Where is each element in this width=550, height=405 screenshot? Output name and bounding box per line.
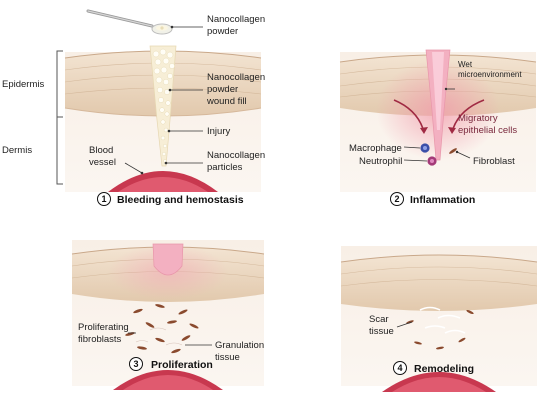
epidermis-bracket	[56, 50, 63, 118]
injury-label: Injury	[207, 126, 230, 137]
step-number: 4	[397, 363, 402, 373]
migratory-label: Migratory epithelial cells	[458, 113, 517, 136]
caption-text: Inflammation	[410, 194, 475, 206]
caption-4: 4 Remodeling	[393, 361, 474, 375]
blood-vessel-label: Blood vessel	[89, 145, 116, 168]
panel-inflammation: Wet microenvironment Migratory epithelia…	[339, 49, 537, 206]
nanocollagen-particles	[152, 48, 175, 163]
step-number: 3	[133, 359, 138, 369]
dermis-bracket	[56, 116, 63, 185]
caption-text: Proliferation	[151, 359, 213, 371]
fibroblast-cell	[449, 148, 457, 154]
powder-applicator-icon	[86, 9, 173, 35]
caption-text: Remodeling	[414, 363, 474, 375]
caption-3: 3 Proliferation	[129, 357, 213, 371]
wound-fill-label: Nanocollagen powder wound fill	[206, 72, 268, 107]
layer-brackets: Epidermis Dermis	[2, 50, 63, 185]
fibroblast-label: Fibroblast	[473, 156, 515, 167]
dermis-label: Dermis	[2, 145, 32, 156]
step-number: 2	[394, 194, 399, 204]
caption-2: 2 Inflammation	[390, 192, 475, 206]
powder-label: Nanocollagen powder	[207, 14, 268, 37]
panel-remodeling: Scar tissue 4 Remodeling	[340, 246, 538, 392]
panel-bleeding-hemostasis: Nanocollagen powder Nanocollagen powder …	[64, 9, 268, 206]
epidermis-layer	[341, 255, 537, 311]
neutrophil-cell	[427, 156, 437, 166]
proliferating-label: Proliferating fibroblasts	[78, 322, 131, 345]
scar-label: Scar tissue	[369, 314, 394, 337]
scar-tissue	[419, 306, 466, 334]
wet-label: Wet microenvironment	[458, 60, 522, 79]
neutrophil-label: Neutrophil	[359, 156, 402, 167]
particles-label: Nanocollagen particles	[207, 150, 268, 173]
wound-plug	[152, 243, 184, 276]
caption-1: 1 Bleeding and hemostasis	[97, 192, 244, 206]
granulation-label: Granulation tissue	[215, 340, 267, 363]
macrophage-cell	[420, 143, 430, 153]
step-number: 1	[101, 194, 106, 204]
epidermis-label: Epidermis	[2, 79, 44, 90]
caption-text: Bleeding and hemostasis	[117, 194, 244, 206]
macrophage-label: Macrophage	[349, 143, 402, 154]
panel-proliferation: Proliferating fibroblasts Granulation ti…	[71, 240, 267, 390]
